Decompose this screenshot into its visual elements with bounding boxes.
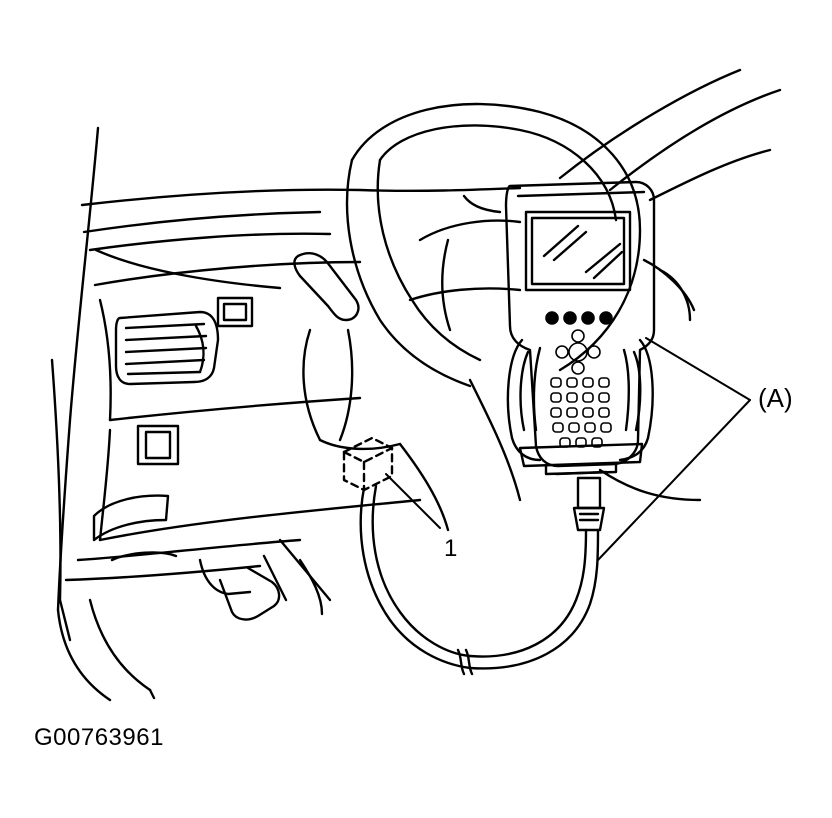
tool-screen xyxy=(524,210,632,292)
dashboard xyxy=(64,186,522,582)
callout-a-label: (A) xyxy=(758,383,793,413)
lower-opening xyxy=(92,494,178,562)
dlc-connector xyxy=(342,436,394,492)
switch-panel xyxy=(216,296,254,328)
a-pillar xyxy=(50,126,112,702)
lower-switch xyxy=(136,424,180,466)
scan-tool xyxy=(504,180,656,476)
function-keys xyxy=(545,311,613,325)
number-keys xyxy=(550,377,612,448)
floor xyxy=(88,598,156,700)
pedals xyxy=(198,538,332,621)
callout-leaders xyxy=(385,337,751,561)
callout-1-label: 1 xyxy=(444,535,457,562)
steering-wheel xyxy=(345,102,642,388)
right-dash xyxy=(468,258,702,502)
tool-keypad xyxy=(545,311,613,448)
navigation-pad xyxy=(555,329,601,375)
air-vent xyxy=(114,310,220,386)
turn-signal-stalk xyxy=(293,252,360,322)
steering-column xyxy=(302,328,450,532)
windshield-frame xyxy=(558,68,782,202)
tool-plug xyxy=(572,476,606,532)
figure-id: G00763961 xyxy=(34,724,164,751)
tool-cable xyxy=(359,484,600,676)
